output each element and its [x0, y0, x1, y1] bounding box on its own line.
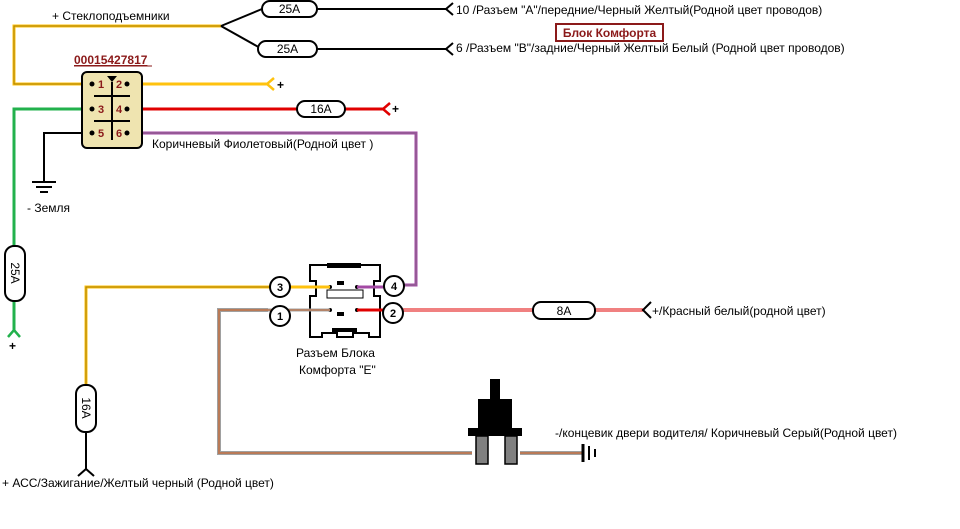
wire-end-fork-icon	[444, 2, 454, 16]
fuse-16a-horizontal: 16A	[296, 100, 346, 118]
comfort-connector-e	[268, 263, 384, 338]
connector-a-label: 10 /Разъем "A"/передние/Черный Желтый(Ро…	[456, 3, 822, 17]
connector-e-label-line1: Разъем Блока	[296, 346, 375, 360]
fuse-16a-vertical: 16A	[75, 384, 97, 433]
relay-pin-5: 5	[98, 128, 104, 140]
svg-text:2: 2	[390, 308, 396, 320]
connector-pin-3: 3	[269, 276, 291, 298]
door-switch-wire	[217, 308, 582, 455]
pin2-feed-wire: +	[127, 77, 284, 92]
fuse-8a: 8A	[532, 301, 596, 320]
fuse-top-1: 25A	[261, 0, 318, 18]
fuse-16a-horizontal-label: 16A	[310, 102, 331, 116]
ground-symbol-icon	[32, 181, 56, 193]
relay-pin-4: 4	[116, 104, 123, 116]
pin5-ground-wire	[32, 132, 92, 193]
relay-pin-3: 3	[98, 104, 104, 116]
fuse-16a-vertical-label: 16A	[79, 397, 93, 418]
connector-pin-4: 4	[383, 275, 405, 297]
window-lifter-wiring	[12, 2, 454, 86]
ground-label: - Земля	[27, 201, 70, 215]
svg-text:3: 3	[277, 282, 283, 294]
relay-pin-2: 2	[116, 79, 122, 91]
svg-text:1: 1	[277, 311, 283, 323]
fuse-8a-label: 8A	[557, 304, 572, 318]
comfort-block-label: Блок Комфорта	[563, 26, 657, 40]
relay-pin-1: 1	[98, 79, 104, 91]
fuse-top-2: 25A	[257, 40, 318, 58]
fuse-25a-vertical: 25A	[4, 245, 26, 302]
connector-b-label: 6 /Разъем "B"/задние/Черный Желтый Белый…	[456, 41, 845, 55]
relay-pin-6: 6	[116, 128, 122, 140]
pin6-violet-wire	[127, 131, 418, 287]
fuse-top-2-label: 25A	[277, 42, 298, 56]
connector-pin-2: 2	[382, 302, 404, 324]
plus-green-label: +	[9, 339, 16, 353]
connector-pin-1: 1	[269, 305, 291, 327]
fuse-25a-vertical-label: 25A	[8, 262, 22, 283]
plus-pin4-label: +	[392, 102, 399, 116]
brown-violet-label: Коричневый Фиолетовый(Родной цвет )	[152, 137, 373, 151]
relay-part-number: 00015427817	[74, 53, 148, 67]
pin4-feed-wire: +	[127, 102, 399, 116]
relay: 1 2 3 4 5 6	[81, 71, 143, 149]
door-switch-label: -/концевик двери водителя/ Коричневый Се…	[555, 426, 897, 440]
red-white-label: +/Красный белый(родной цвет)	[652, 304, 826, 318]
wire-end-fork-icon	[444, 42, 454, 56]
acc-yellow-wire	[77, 285, 270, 477]
window-lifters-label: + Стеклоподъемники	[52, 9, 170, 23]
ground-symbol-icon	[581, 444, 596, 462]
plus-pin2-label: +	[277, 78, 284, 92]
comfort-block-tag: Блок Комфорта	[555, 23, 664, 42]
fuse-top-1-label: 25A	[279, 2, 300, 16]
connector-e-label-line2: Комфорта "E"	[299, 363, 376, 377]
svg-text:4: 4	[391, 281, 398, 293]
pin3-green-wire: +	[7, 107, 92, 353]
red-white-wire	[402, 301, 652, 319]
door-switch-icon	[468, 379, 522, 465]
acc-label: + АСС/Зажигание/Желтый черный (Родной цв…	[2, 476, 274, 490]
